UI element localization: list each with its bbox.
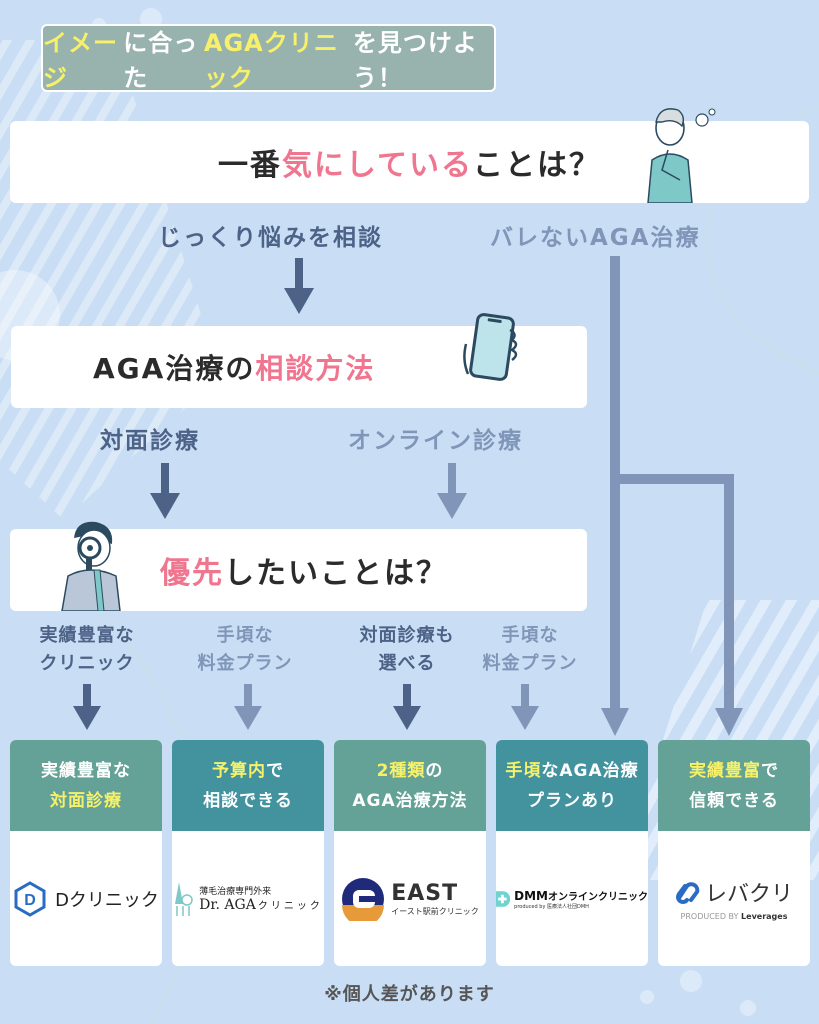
answer-affordable-plan-2: 手頃な 料金プラン	[471, 622, 589, 678]
question2-highlight: 相談方法	[255, 352, 376, 385]
arrow-down-icon	[284, 258, 314, 314]
dr-aga-subtitle: 薄毛治療専門外来	[199, 887, 272, 897]
arrow-down-icon	[73, 684, 101, 730]
magnifier-man-icon	[61, 521, 121, 611]
dmm-name: DMM	[514, 888, 548, 903]
card-line-highlight: 実績豊富	[689, 760, 761, 781]
footnote: ※個人差があります	[324, 984, 495, 1005]
card-line: 相談できる	[203, 790, 293, 811]
capsule-link-icon	[676, 882, 700, 904]
card-line-highlight: 2種類	[376, 760, 426, 781]
clinic-card-east[interactable]: 2種類の AGA治療方法 EAST イースト駅前クリニック	[334, 740, 486, 966]
answer-line: 手頃な	[216, 625, 274, 646]
discreet-branch-connector	[601, 256, 743, 736]
title-part-2: に合った	[123, 29, 199, 92]
rebakuri-sub-prefix: PRODUCED BY	[680, 912, 739, 921]
clinic-logo-dmm[interactable]: DMMオンラインクリニック produced by 医療法人社団DMH	[496, 831, 648, 966]
arrow-down-icon	[437, 463, 467, 519]
answer-line: クリニック	[39, 653, 135, 674]
clinic-card-dmm[interactable]: 手頃なAGA治療 プランあり DMMオンラインクリニック produced by…	[496, 740, 648, 966]
clinic-card-rebakuri[interactable]: 実績豊富で 信頼できる レバクリ PRODUCED BY Leverages	[658, 740, 810, 966]
card-header: 予算内で 相談できる	[172, 740, 324, 831]
card-line: で	[266, 760, 284, 781]
title-part-4: を見つけよう！	[352, 29, 478, 92]
dr-aga-tree-icon	[175, 881, 193, 916]
card-line: なAGA治療	[541, 760, 639, 781]
rebakuri-name: レバクリ	[704, 882, 793, 907]
card-line-highlight: 予算内	[212, 760, 266, 781]
d-clinic-name: Dクリニック	[55, 889, 159, 911]
question1-highlight: 気にしている	[281, 148, 474, 183]
question3-suffix: したいことは？	[224, 556, 448, 591]
answer-affordable-plan-1: 手頃な 料金プラン	[186, 622, 304, 678]
dmm-plus-icon	[496, 890, 511, 907]
dr-aga-name-suffix: クリニック	[257, 901, 323, 912]
answer-online: オンライン診療	[348, 428, 523, 454]
card-header: 実績豊富な 対面診療	[10, 740, 162, 831]
answer-experienced-clinic: 実績豊富な クリニック	[28, 622, 146, 678]
answer-line: 料金プラン	[197, 653, 293, 674]
arrow-down-icon	[234, 684, 262, 730]
answer-consult-carefully: じっくり悩みを相談	[158, 225, 383, 251]
answer-line: 料金プラン	[482, 653, 578, 674]
title-part-1: イメージ	[43, 29, 118, 92]
east-subtitle: イースト駅前クリニック	[391, 906, 479, 916]
card-line: プランあり	[527, 790, 617, 811]
clinic-logo-d-clinic[interactable]: D Dクリニック	[10, 831, 162, 966]
card-line: AGA治療方法	[352, 790, 468, 811]
card-line: で	[761, 760, 779, 781]
card-line: の	[425, 760, 444, 781]
title-part-3: AGAクリニック	[203, 29, 339, 92]
answer-discreet-treatment: バレないAGA治療	[490, 225, 701, 251]
answer-line: 実績豊富な	[39, 625, 135, 646]
east-logo-icon	[342, 877, 385, 921]
dr-aga-name: Dr. AGA	[199, 897, 256, 913]
clinic-logo-east[interactable]: EAST イースト駅前クリニック	[334, 831, 486, 966]
answer-in-person-option: 対面診療も 選べる	[348, 622, 466, 678]
dmm-subtitle: produced by 医療法人社団DMH	[514, 903, 589, 910]
answer-line: 選べる	[378, 653, 436, 674]
d-clinic-hexagon-icon: D	[14, 880, 46, 917]
thinking-man-icon	[647, 108, 716, 203]
dmm-name-suffix: オンラインクリニック	[548, 891, 648, 903]
arrow-down-icon	[511, 684, 539, 730]
question2-prefix: AGA治療の	[93, 352, 256, 385]
arrow-down-icon	[150, 463, 180, 519]
card-line: 信頼できる	[689, 790, 779, 811]
rebakuri-sub: Leverages	[741, 912, 788, 921]
clinic-card-d-clinic[interactable]: 実績豊富な 対面診療 D Dクリニック	[10, 740, 162, 966]
clinic-logo-rebakuri[interactable]: レバクリ PRODUCED BY Leverages	[658, 831, 810, 966]
card-line: 実績豊富な	[41, 760, 131, 781]
answer-line: 手頃な	[501, 625, 559, 646]
card-line-highlight: 手頃	[505, 760, 542, 781]
card-header: 2種類の AGA治療方法	[334, 740, 486, 831]
east-name: EAST	[391, 880, 459, 906]
question1-suffix: ことは？	[473, 148, 602, 183]
svg-text:D: D	[24, 892, 36, 909]
smartphone-icon	[463, 313, 518, 381]
answer-in-person: 対面診療	[100, 428, 200, 454]
answer-line: 対面診療も	[359, 625, 455, 646]
card-header: 手頃なAGA治療 プランあり	[496, 740, 648, 831]
card-line-highlight: 対面診療	[50, 790, 122, 811]
question1-prefix: 一番	[217, 148, 282, 183]
card-header: 実績豊富で 信頼できる	[658, 740, 810, 831]
arrow-down-icon	[393, 684, 421, 730]
question3-highlight: 優先	[160, 556, 224, 591]
